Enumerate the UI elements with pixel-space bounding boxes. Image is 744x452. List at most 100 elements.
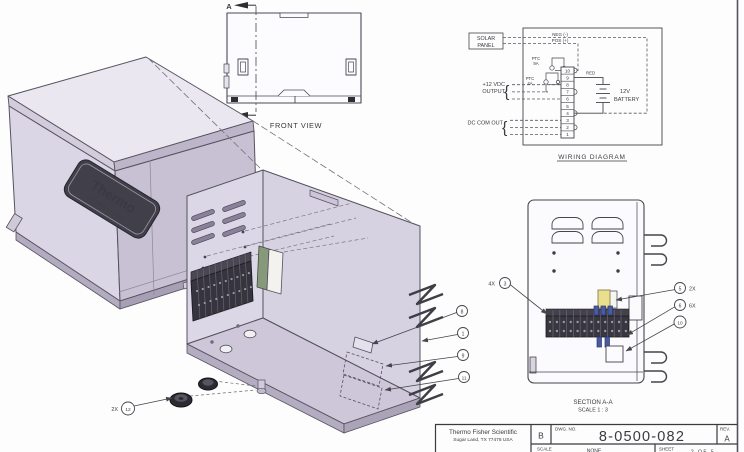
section-view-title: SECTION A-A — [573, 399, 613, 406]
callout-9-balloon — [457, 349, 469, 361]
drawing-size: B — [538, 431, 544, 441]
section-view-scale: SCALE 1 : 3 — [578, 408, 608, 414]
front-view-right-latch — [345, 58, 357, 76]
panel-top-latch-slot — [309, 189, 339, 207]
callout-9-number: 9 — [462, 353, 465, 359]
callout-8-number: 8 — [461, 309, 464, 315]
ptc-fuse-2: PTC 4A — [526, 72, 561, 93]
terminal-1: 1 — [566, 132, 569, 137]
cover-latch — [5, 213, 23, 233]
pos-label: POS (+) — [552, 38, 569, 43]
label-outline-2 — [339, 374, 383, 410]
iso-callouts: 8 1 9 11 12 2X — [111, 305, 470, 416]
dccom-brace: { — [502, 120, 508, 137]
projection-lines — [147, 57, 415, 225]
output-brace: { — [504, 84, 510, 101]
sheet-value: 2 OF 5 — [691, 450, 715, 452]
section-screw-holes — [552, 251, 620, 273]
output-label-1: +12 VDC — [483, 82, 505, 88]
front-view: A A FRONT VIEW — [223, 2, 362, 130]
terminal-strip: 10 9 8 7 6 5 4 3 2 1 — [560, 66, 578, 139]
callout-12-number: 12 — [125, 407, 131, 413]
floor-hole-1 — [243, 329, 257, 339]
section-letter-top: A — [226, 2, 232, 11]
section-fuse-holders — [593, 305, 613, 348]
ptc1-label-1: PTC — [532, 56, 541, 61]
callout-6-balloon — [674, 299, 686, 311]
dwg-no-label: DWG. NO. — [555, 427, 577, 432]
solar-panel-label-1: SOLAR — [477, 36, 495, 42]
callout-8-balloon — [456, 305, 468, 317]
rubber-feet — [169, 377, 257, 408]
ptc-fuse-1: PTC 9A — [532, 56, 566, 71]
dccom-label: DC COM OUT — [468, 121, 504, 127]
callout-10-balloon — [673, 315, 687, 329]
company-name: Thermo Fisher Scientific — [449, 429, 517, 436]
base-floor-edge-front — [343, 397, 421, 434]
section-view: 3 4X 5 2X 6 6X 10 SECTION A-A SCALE 1 : … — [488, 199, 696, 414]
callout-3-qty: 4X — [488, 281, 495, 287]
callout-5-number: 5 — [679, 286, 682, 292]
dwg-no-value: 8-0500-082 — [599, 429, 685, 445]
wiring-diagram-title: WIRING DIAGRAM — [558, 154, 626, 161]
section-part-10-box — [605, 345, 624, 363]
floor-hole-2 — [219, 344, 233, 354]
company-address: Sugar Land, TX 77478 USA — [453, 437, 513, 443]
front-view-left-latch — [237, 58, 249, 76]
front-view-left-foot — [231, 97, 238, 102]
section-standoff-yellow — [597, 289, 611, 309]
ptc2-label-1: PTC — [526, 76, 535, 81]
section-callouts: 3 4X 5 2X 6 6X 10 — [488, 277, 696, 352]
front-view-top-tab — [279, 12, 309, 18]
callout-11-number: 11 — [462, 375, 467, 380]
terminal-2: 2 — [566, 125, 569, 130]
battery-label-1: 12V — [620, 89, 630, 95]
section-mounting-hooks — [644, 234, 668, 383]
front-view-label: FRONT VIEW — [270, 121, 322, 130]
iso-base-assembly: 8 1 9 11 12 2X — [111, 169, 470, 434]
front-view-right-foot — [348, 97, 355, 102]
label-outline-1 — [342, 351, 384, 387]
rev-label: REV. — [720, 427, 730, 432]
base-standing-component — [256, 245, 284, 295]
sheet-label: SHEET — [659, 447, 674, 452]
floor-hole-small-1 — [236, 324, 240, 328]
callout-10-number: 10 — [677, 320, 683, 325]
battery-symbol — [574, 77, 610, 114]
foot-stud — [257, 379, 266, 390]
front-view-bottom-notch — [277, 89, 311, 97]
terminal-5: 5 — [566, 104, 569, 109]
battery-label-2: BATTERY — [614, 97, 640, 103]
terminal-6: 6 — [566, 97, 569, 102]
callout-1-number: 1 — [462, 331, 465, 337]
terminal-8: 8 — [566, 83, 569, 88]
section-side-slot — [628, 295, 643, 321]
callout-6-number: 6 — [679, 303, 682, 309]
callout-3-number: 3 — [504, 281, 507, 287]
terminal-7: 7 — [566, 90, 569, 95]
terminal-3: 3 — [566, 118, 569, 123]
red-wire-label: RED — [586, 71, 595, 76]
scale-value: NONE — [587, 449, 602, 452]
section-terminal-block — [545, 308, 630, 338]
front-view-hinge-detail — [223, 63, 230, 74]
panel-cutout — [352, 336, 374, 354]
terminal-10: 10 — [565, 68, 571, 73]
section-louvers — [551, 217, 624, 244]
front-view-outline — [226, 12, 362, 104]
terminal-9: 9 — [566, 75, 569, 80]
callout-5-balloon — [674, 282, 686, 294]
callout-1-balloon — [457, 327, 469, 339]
solar-panel-label-2: PANEL — [477, 43, 494, 49]
callout-12-balloon — [121, 401, 135, 416]
terminal-4: 4 — [566, 111, 569, 116]
ptc2-label-2: 4A — [527, 81, 532, 86]
section-arrow-top-icon — [234, 2, 248, 9]
neg-label: NEG (-) — [552, 32, 568, 37]
ptc1-label-2: 9A — [533, 61, 538, 66]
callout-12-qty: 2X — [111, 407, 118, 413]
section-panel — [527, 199, 645, 384]
floor-hole-small-2 — [210, 340, 214, 344]
